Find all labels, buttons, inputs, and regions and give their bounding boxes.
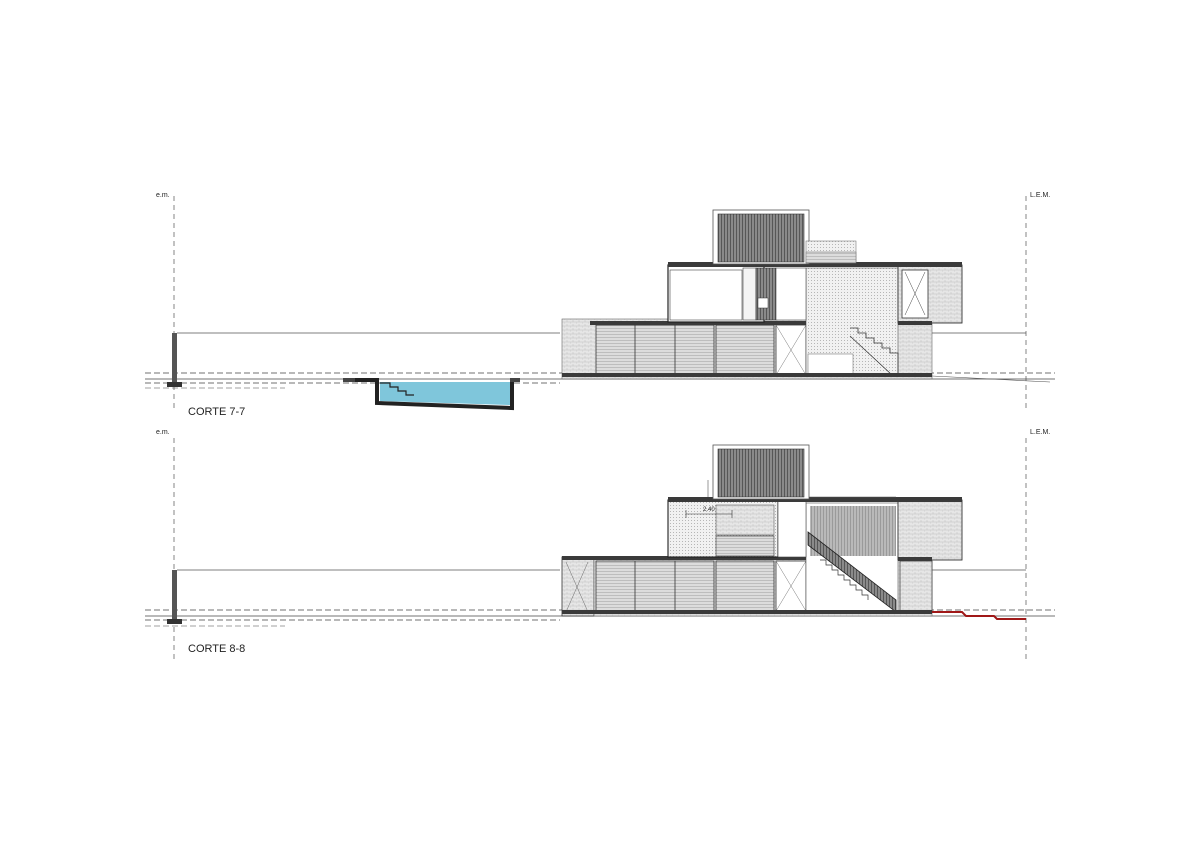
dimension-label: 2.40 (703, 507, 715, 513)
wall-footing (167, 619, 182, 624)
section-title: CORTE 7-7 (188, 406, 245, 418)
section-8-8: e.m. L.E.M. (145, 429, 1055, 660)
pool (343, 378, 520, 411)
section-title: CORTE 8-8 (188, 643, 245, 655)
terrain-line (932, 611, 1026, 620)
house-section (561, 209, 1051, 383)
right-axis-label: L.E.M. (1030, 429, 1050, 436)
wall-footing (167, 382, 182, 387)
right-axis-label: L.E.M. (1030, 192, 1050, 199)
left-axis-label: e.m. (156, 429, 170, 436)
house-section: 2.40 (561, 444, 1026, 617)
boundary-wall (172, 333, 177, 385)
left-axis-label: e.m. (156, 192, 170, 199)
boundary-wall (172, 570, 177, 622)
section-7-7: e.m. L.E.M. (145, 192, 1055, 418)
